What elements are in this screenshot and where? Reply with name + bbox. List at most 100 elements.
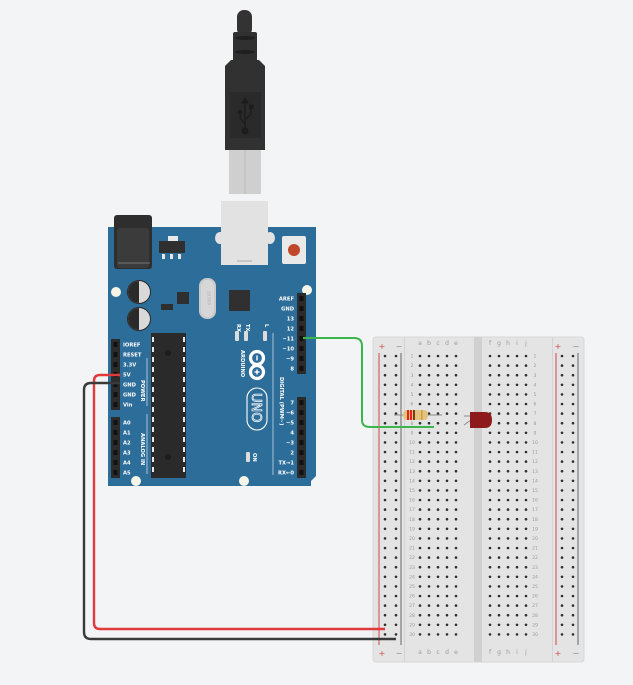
rail-hole[interactable] xyxy=(571,460,575,463)
breadboard-hole[interactable] xyxy=(515,623,519,627)
breadboard-hole[interactable] xyxy=(488,537,492,540)
rail-hole[interactable] xyxy=(560,450,564,454)
header-pin-digital-2[interactable] xyxy=(299,450,304,455)
breadboard-hole[interactable] xyxy=(418,613,422,617)
breadboard-hole[interactable] xyxy=(436,537,440,540)
breadboard-hole[interactable] xyxy=(497,623,501,627)
rail-hole[interactable] xyxy=(394,517,398,521)
breadboard-hole[interactable] xyxy=(436,594,440,598)
breadboard-hole[interactable] xyxy=(497,479,501,483)
breadboard-hole[interactable] xyxy=(488,594,492,598)
breadboard-hole[interactable] xyxy=(488,469,492,473)
rail-hole[interactable] xyxy=(383,412,387,415)
breadboard-hole[interactable] xyxy=(524,469,528,473)
breadboard-hole[interactable] xyxy=(436,450,440,454)
breadboard-hole[interactable] xyxy=(454,575,458,579)
wire-gnd[interactable] xyxy=(82,381,396,641)
breadboard-hole[interactable] xyxy=(488,383,492,387)
breadboard-hole[interactable] xyxy=(418,489,422,492)
breadboard-hole[interactable] xyxy=(427,527,431,531)
breadboard-hole[interactable] xyxy=(506,633,510,636)
rail-hole[interactable] xyxy=(571,393,575,396)
rail-hole[interactable] xyxy=(394,546,398,550)
breadboard-hole[interactable] xyxy=(488,575,492,579)
breadboard-hole[interactable] xyxy=(524,421,528,425)
breadboard-hole[interactable] xyxy=(524,546,528,550)
breadboard-hole[interactable] xyxy=(506,460,510,463)
breadboard-hole[interactable] xyxy=(445,594,449,598)
breadboard-hole[interactable] xyxy=(454,393,458,396)
breadboard-hole[interactable] xyxy=(524,498,528,502)
header-pin-power-GND[interactable] xyxy=(113,392,118,397)
breadboard-hole[interactable] xyxy=(506,441,510,444)
rail-hole[interactable] xyxy=(394,364,398,367)
breadboard-hole[interactable] xyxy=(488,508,492,511)
header-pin-analog-A1[interactable] xyxy=(113,430,118,435)
breadboard-hole[interactable] xyxy=(506,565,510,569)
rail-hole[interactable] xyxy=(394,450,398,454)
breadboard-hole[interactable] xyxy=(427,393,431,396)
breadboard-hole[interactable] xyxy=(427,431,431,435)
breadboard-hole[interactable] xyxy=(488,402,492,406)
rail-hole[interactable] xyxy=(383,383,387,387)
rail-hole[interactable] xyxy=(383,402,387,406)
rail-hole[interactable] xyxy=(383,546,387,550)
breadboard-hole[interactable] xyxy=(524,633,528,636)
breadboard-hole[interactable] xyxy=(497,585,501,588)
header-pin-digital-~3[interactable] xyxy=(299,440,304,445)
header-pin-analog-A5[interactable] xyxy=(113,470,118,475)
rail-hole[interactable] xyxy=(394,527,398,531)
breadboard-hole[interactable] xyxy=(515,546,519,550)
breadboard-hole[interactable] xyxy=(488,585,492,588)
breadboard-hole[interactable] xyxy=(497,546,501,550)
rail-hole[interactable] xyxy=(394,613,398,617)
rail-hole[interactable] xyxy=(571,431,575,435)
rail-hole[interactable] xyxy=(560,479,564,483)
breadboard-hole[interactable] xyxy=(515,460,519,463)
breadboard-hole[interactable] xyxy=(427,508,431,511)
rail-hole[interactable] xyxy=(383,565,387,569)
breadboard-hole[interactable] xyxy=(515,613,519,617)
breadboard-hole[interactable] xyxy=(515,594,519,598)
breadboard-hole[interactable] xyxy=(445,565,449,569)
breadboard-hole[interactable] xyxy=(427,373,431,377)
breadboard-hole[interactable] xyxy=(436,508,440,511)
breadboard-hole[interactable] xyxy=(418,354,422,358)
breadboard-hole[interactable] xyxy=(524,479,528,483)
rail-hole[interactable] xyxy=(394,623,398,627)
breadboard-hole[interactable] xyxy=(497,383,501,387)
resistor[interactable] xyxy=(394,410,442,420)
breadboard-hole[interactable] xyxy=(524,354,528,358)
breadboard-hole[interactable] xyxy=(497,556,501,559)
rail-hole[interactable] xyxy=(560,537,564,540)
breadboard-hole[interactable] xyxy=(488,546,492,550)
breadboard-hole[interactable] xyxy=(515,479,519,483)
breadboard-hole[interactable] xyxy=(418,383,422,387)
rail-hole[interactable] xyxy=(394,441,398,444)
breadboard-hole[interactable] xyxy=(524,383,528,387)
rail-hole[interactable] xyxy=(560,594,564,598)
rail-hole[interactable] xyxy=(571,556,575,559)
breadboard-hole[interactable] xyxy=(506,412,510,415)
rail-hole[interactable] xyxy=(394,469,398,473)
breadboard-hole[interactable] xyxy=(524,575,528,579)
rail-hole[interactable] xyxy=(383,613,387,617)
rail-hole[interactable] xyxy=(383,623,387,627)
header-pin-analog-A4[interactable] xyxy=(113,460,118,465)
rail-hole[interactable] xyxy=(560,489,564,492)
breadboard-hole[interactable] xyxy=(445,604,449,607)
breadboard-hole[interactable] xyxy=(524,393,528,396)
rail-hole[interactable] xyxy=(383,479,387,483)
rail-hole[interactable] xyxy=(571,479,575,483)
breadboard-hole[interactable] xyxy=(436,383,440,387)
rail-hole[interactable] xyxy=(394,633,398,636)
header-pin-digital-7[interactable] xyxy=(299,400,304,405)
breadboard-hole[interactable] xyxy=(436,421,440,425)
breadboard-hole[interactable] xyxy=(454,613,458,617)
rail-hole[interactable] xyxy=(571,604,575,607)
breadboard-hole[interactable] xyxy=(445,383,449,387)
header-pin-analog-A0[interactable] xyxy=(113,420,118,425)
breadboard-hole[interactable] xyxy=(488,565,492,569)
breadboard-hole[interactable] xyxy=(488,604,492,607)
breadboard-hole[interactable] xyxy=(436,373,440,377)
